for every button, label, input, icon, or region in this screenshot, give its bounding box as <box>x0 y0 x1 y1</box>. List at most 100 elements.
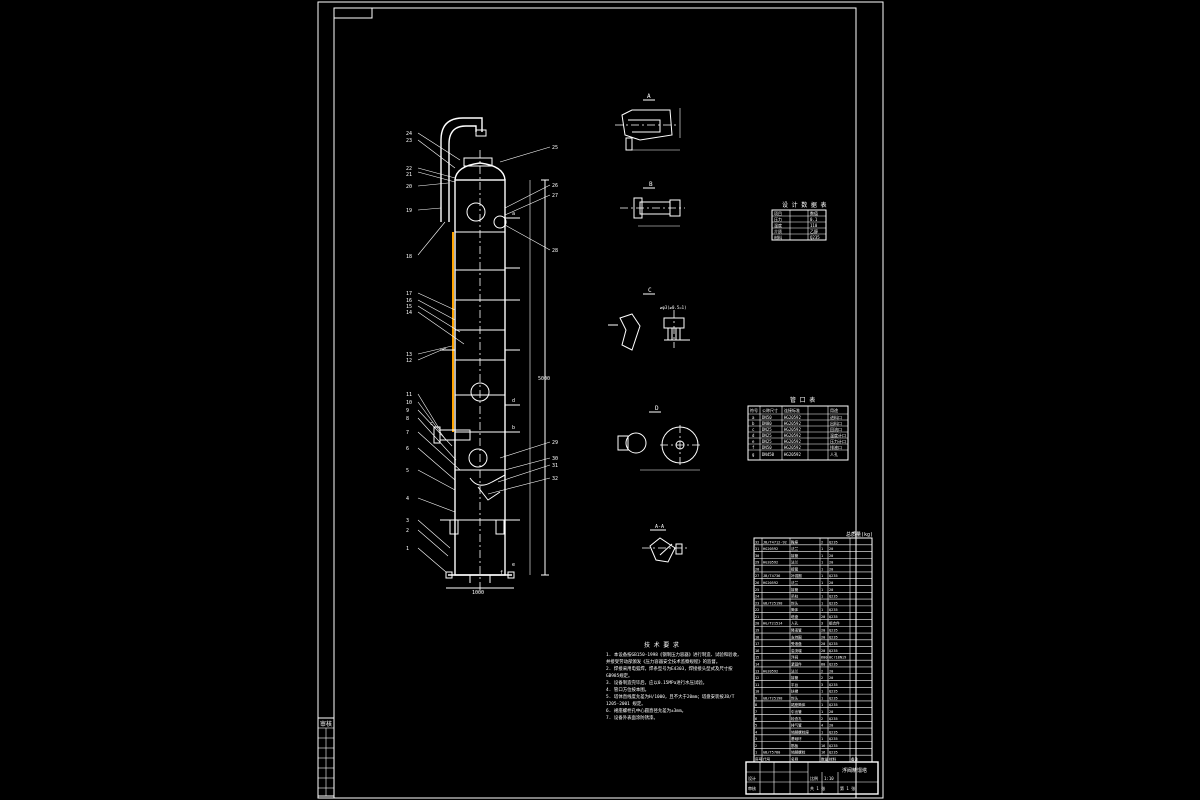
svg-text:29: 29 <box>552 440 558 446</box>
svg-text:9: 9 <box>406 408 409 414</box>
parts-list-cell: 1 <box>821 581 823 585</box>
highlighted-column-line <box>452 232 454 432</box>
parts-list-cell: 1 <box>821 690 823 694</box>
detail-view-d[interactable]: D <box>617 405 700 471</box>
parts-list-cell: 引出管 <box>791 709 802 714</box>
svg-text:DN25: DN25 <box>762 439 772 444</box>
parts-list-cell: 20 <box>755 622 759 626</box>
svg-text:12: 12 <box>406 358 412 364</box>
parts-list-cell: 16 <box>755 649 759 653</box>
parts-list-cell: 11 <box>755 683 759 687</box>
manhole-bottom <box>468 448 488 468</box>
parts-list-cell: 20 <box>821 629 825 633</box>
parts-list-cell: 降液管 <box>791 628 802 633</box>
parts-list-cell: 20 <box>829 710 833 714</box>
parts-list-cell: 封头 <box>791 695 799 700</box>
notes-title: 技 术 要 求 <box>644 641 679 649</box>
parts-list-cell: 1 <box>821 601 823 605</box>
detail-view-e[interactable]: A-A <box>642 524 690 563</box>
svg-text:第 1 张: 第 1 张 <box>840 785 855 791</box>
parts-list-cell: 接管 <box>791 587 799 592</box>
parts-list-cell: JB/T4736 <box>763 574 780 578</box>
svg-text:DN25: DN25 <box>762 433 772 438</box>
parts-list-cell: 17 <box>755 642 759 646</box>
parts-list-cell: 基础环 <box>791 736 802 741</box>
svg-text:公称尺寸: 公称尺寸 <box>762 407 778 413</box>
parts-list-cell: 5 <box>755 724 757 728</box>
svg-text:DN80: DN80 <box>762 421 772 426</box>
svg-text:e: e <box>752 439 755 444</box>
parts-list-cell: 紧固件 <box>791 661 802 666</box>
parts-list-cell: 人孔 <box>791 621 799 626</box>
parts-list-cell: HG20592 <box>763 561 778 565</box>
parts-list-cell: Q235 <box>829 629 838 633</box>
parts-list-cell: 1 <box>821 710 823 714</box>
title-block[interactable]: 浮阀精馏塔 设计 比例 1:10 审核 共 1 张 第 1 张 <box>745 761 879 795</box>
svg-text:2: 2 <box>406 528 409 534</box>
parts-list-cell: 组合件 <box>829 621 840 626</box>
svg-text:HG20592: HG20592 <box>784 433 801 438</box>
svg-text:c: c <box>430 421 433 427</box>
detail-view-b[interactable]: B <box>620 181 685 227</box>
tower-elevation[interactable]: 1000 5000 <box>406 117 558 596</box>
parts-list-cell: 20 <box>821 642 825 646</box>
parts-list-cell: 筋板 <box>791 743 799 748</box>
svg-text:1205-2001 规定。: 1205-2001 规定。 <box>606 700 646 707</box>
svg-text:32: 32 <box>552 476 558 482</box>
parts-list-cell: 法兰 <box>791 668 799 673</box>
svg-text:A-A: A-A <box>655 524 664 530</box>
svg-text:项目: 项目 <box>774 210 782 216</box>
parts-list-cell: 平台 <box>791 682 799 687</box>
parts-list-cell: 4 <box>755 730 757 734</box>
parts-list-cell: 塔盘 <box>791 614 799 619</box>
manhole-top <box>466 202 486 222</box>
parts-list-cell: 接管 <box>791 675 799 680</box>
parts-list-cell: 7 <box>755 710 757 714</box>
parts-list-cell: 16 <box>821 751 825 755</box>
svg-text:e: e <box>512 562 515 568</box>
parts-list-cell: 22 <box>755 608 759 612</box>
design-data-table[interactable]: 设 计 数 据 表 项目 数值 压力 0.1 温度 110 介质 乙醇 材料 Q… <box>771 201 827 241</box>
parts-list-cell: 20 <box>829 567 833 571</box>
technical-notes[interactable]: 技 术 要 求 1. 本设备按GB150-1998《钢制压力容器》进行制造、试验… <box>606 641 741 721</box>
svg-text:28: 28 <box>552 248 558 254</box>
detail-view-c[interactable]: C ≥φ3(≥0.5=1) <box>608 287 690 351</box>
parts-list-cell: 扶梯 <box>791 689 799 694</box>
svg-text:C: C <box>648 287 652 294</box>
parts-list-cell: 20 <box>829 724 833 728</box>
svg-text:15: 15 <box>406 304 412 310</box>
svg-text:7. 设备外表面涂防锈漆。: 7. 设备外表面涂防锈漆。 <box>606 714 658 721</box>
parts-list-cell: 法兰 <box>791 580 799 585</box>
leader-lines-right <box>487 146 551 495</box>
parts-list-cell: 20 <box>829 554 833 558</box>
svg-text:数值: 数值 <box>810 210 818 216</box>
svg-text:排液口: 排液口 <box>830 444 842 450</box>
svg-text:7: 7 <box>406 430 409 436</box>
parts-list-cell: 1 <box>821 608 823 612</box>
svg-text:6: 6 <box>406 446 409 452</box>
svg-text:材料: 材料 <box>774 234 782 240</box>
parts-list-cell: Q235 <box>829 635 838 639</box>
revision-strip: 审核 <box>317 717 335 797</box>
svg-text:4. 管口方位按本图。: 4. 管口方位按本图。 <box>606 686 649 693</box>
svg-text:20: 20 <box>406 184 412 190</box>
parts-list-cell: Q235 <box>829 730 838 734</box>
parts-list-cell: 1 <box>821 737 823 741</box>
svg-text:HG20592: HG20592 <box>784 415 801 420</box>
parts-list-cell: 12 <box>755 676 759 680</box>
base-dimension: 1000 <box>472 590 484 596</box>
parts-list-cell: 27 <box>755 574 759 578</box>
parts-list-cell: 溢流堰 <box>791 648 802 653</box>
parts-list-cell: 接管 <box>791 566 799 571</box>
parts-list-header-cell: 数量 <box>821 757 829 762</box>
nozzle-table[interactable]: 管 口 表 符号 公称尺寸 连接标准 用途 a DN50 HG20592 进料口… <box>747 396 849 461</box>
parts-list-cell: 2 <box>821 717 823 721</box>
parts-list-cell: 19 <box>755 629 759 633</box>
parts-list-cell: 9 <box>755 696 757 700</box>
total-height-dimension: 5000 <box>538 376 550 382</box>
parts-list-cell: 支持圈 <box>791 634 802 639</box>
svg-text:并接受劳动部颁发《压力容器安全技术监察规程》的监督。: 并接受劳动部颁发《压力容器安全技术监察规程》的监督。 <box>606 658 720 665</box>
detail-view-a[interactable]: A <box>615 93 681 151</box>
